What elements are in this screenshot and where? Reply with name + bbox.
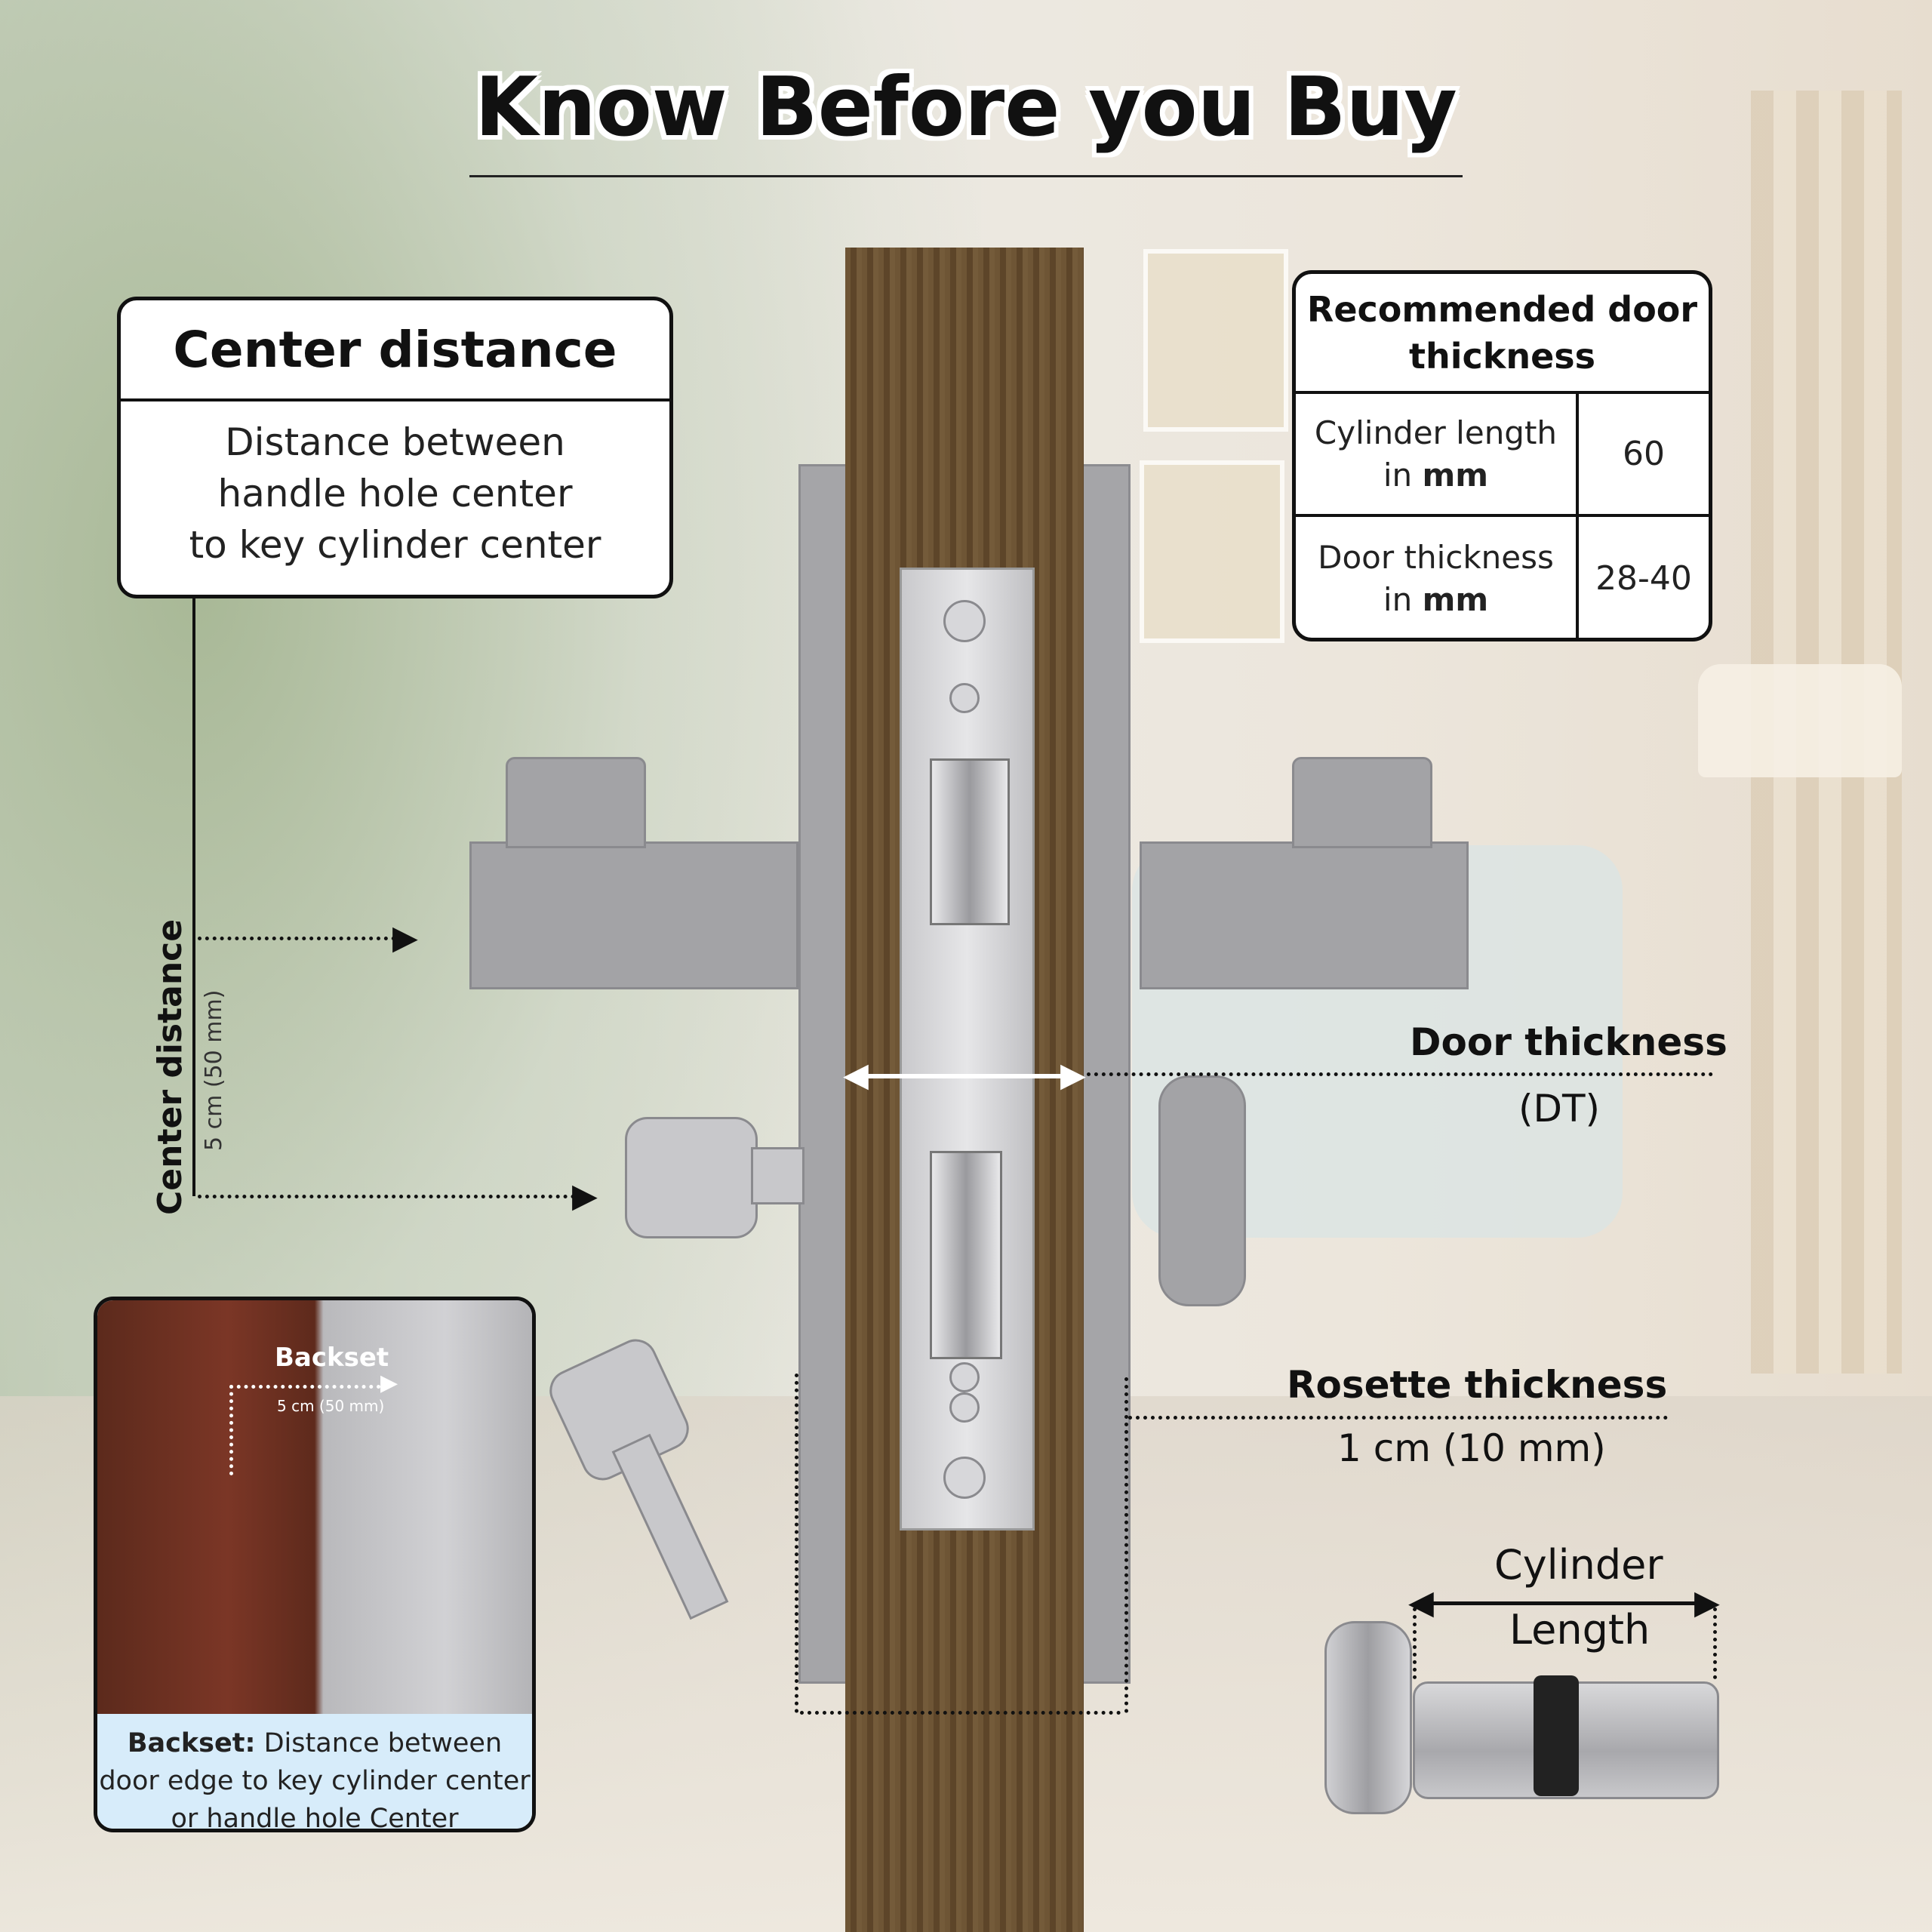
background-frame <box>1140 460 1284 643</box>
center-distance-vertical-label: Center distance <box>151 918 189 1215</box>
page-title: Know Before you Buy <box>475 60 1457 155</box>
center-distance-vertical-line <box>192 598 195 1196</box>
arrow-left-icon: ◀ <box>843 1056 869 1094</box>
backset-value: 5 cm (50 mm) <box>277 1397 385 1415</box>
backset-guide <box>229 1385 233 1475</box>
arrow-right-icon: ▶ <box>1060 1056 1086 1094</box>
thumb-turn-knob <box>1158 1075 1246 1306</box>
left-lever-handle <box>469 841 798 989</box>
recommended-thickness-table: Recommended door thickness Cylinder leng… <box>1292 270 1712 641</box>
backset-label: Backset <box>275 1343 389 1373</box>
right-lever-handle <box>1140 841 1469 989</box>
arrow-left-icon: ◀ <box>1408 1583 1434 1622</box>
title-underline <box>469 175 1463 177</box>
cylinder-right-guide <box>1713 1607 1717 1679</box>
door-thickness-abbr: (DT) <box>1518 1087 1601 1131</box>
table-row-label: Cylinder length in mm <box>1296 394 1579 514</box>
cylinder-length-arrow <box>1419 1601 1709 1605</box>
backset-inset: Backset ▶ 5 cm (50 mm) Backset: Distance… <box>94 1297 536 1832</box>
center-distance-value: 5 cm (50 mm) <box>201 989 227 1151</box>
center-distance-heading: Center distance <box>121 300 669 401</box>
cylinder-length-label-line2: Length <box>1509 1606 1651 1654</box>
screw-icon <box>949 683 980 713</box>
handle-center-pointer <box>198 937 395 940</box>
key-cylinder-icon <box>751 1147 804 1204</box>
backset-photo <box>97 1300 532 1714</box>
arrow-right-icon: ▶ <box>380 1370 398 1396</box>
total-width-dimension <box>800 1711 1121 1715</box>
table-heading: Recommended door thickness <box>1296 274 1709 394</box>
screw-icon <box>949 1392 980 1423</box>
arrow-right-icon: ▶ <box>392 918 418 957</box>
cylinder-center-pointer <box>198 1195 575 1198</box>
table-row-value: 60 <box>1623 435 1665 473</box>
rosette-right-guide <box>1124 1377 1128 1713</box>
table-row-label: Door thickness in mm <box>1296 517 1579 638</box>
backset-dimension-line <box>229 1385 388 1389</box>
door-thickness-label: Door thickness <box>1410 1020 1727 1064</box>
rosette-thickness-value: 1 cm (10 mm) <box>1337 1426 1606 1470</box>
table-row: Cylinder length in mm 60 <box>1296 394 1709 517</box>
screw-icon <box>949 1362 980 1392</box>
rosette-thickness-label: Rosette thickness <box>1287 1363 1668 1407</box>
door-thickness-leader <box>1087 1072 1713 1076</box>
cylinder-cam <box>1534 1675 1579 1796</box>
screw-icon <box>943 1457 986 1499</box>
table-row-value: 28-40 <box>1595 559 1692 598</box>
latch-bolt <box>930 758 1010 925</box>
backset-caption: Backset: Distance between door edge to k… <box>97 1714 532 1829</box>
cylinder-left-guide <box>1413 1607 1417 1679</box>
cylinder-thumb-knob <box>1324 1621 1412 1814</box>
center-distance-box: Center distance Distance between handle … <box>117 297 673 598</box>
rosette-left-guide <box>795 1374 798 1713</box>
right-lever-neck <box>1292 757 1432 848</box>
background-frame <box>1143 249 1288 432</box>
background-lamp <box>1698 664 1902 777</box>
door-thickness-arrow <box>853 1074 1079 1078</box>
dead-bolt <box>930 1151 1002 1359</box>
key-head-icon <box>625 1117 758 1238</box>
cylinder-length-label-line1: Cylinder <box>1494 1541 1663 1589</box>
left-lever-neck <box>506 757 646 848</box>
table-row: Door thickness in mm 28-40 <box>1296 517 1709 638</box>
center-distance-description: Distance between handle hole center to k… <box>189 420 601 567</box>
arrow-right-icon: ▶ <box>572 1177 598 1215</box>
rosette-thickness-leader <box>1128 1416 1668 1420</box>
screw-icon <box>943 600 986 642</box>
